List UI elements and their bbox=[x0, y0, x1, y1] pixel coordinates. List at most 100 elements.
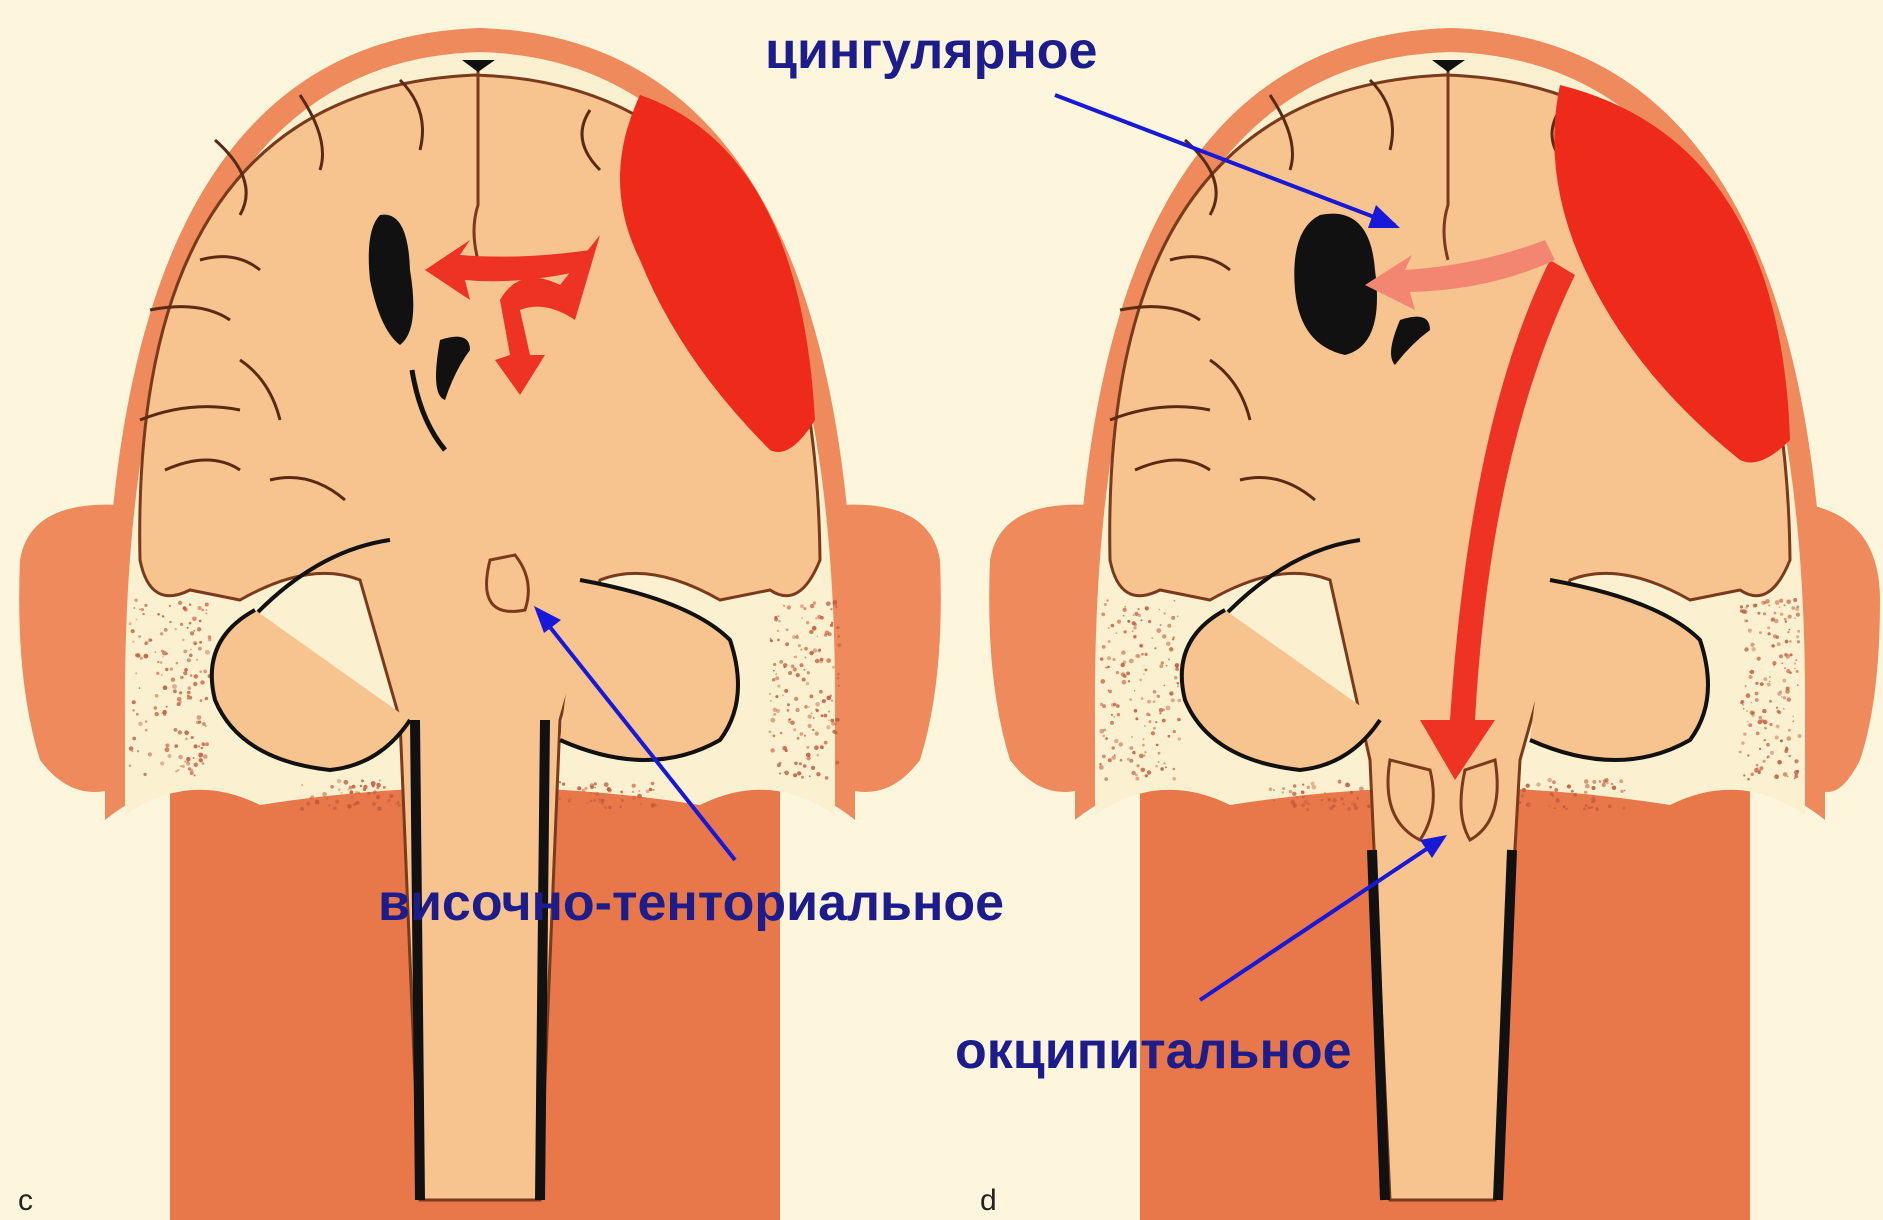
bone-speckle-dot bbox=[189, 696, 193, 700]
bone-speckle-dot bbox=[651, 804, 653, 806]
bone-speckle-dot bbox=[135, 672, 137, 674]
bone-speckle-dot bbox=[836, 606, 838, 608]
bone-speckle-dot bbox=[1764, 727, 1767, 730]
bone-speckle-dot bbox=[163, 685, 168, 690]
bone-speckle-dot bbox=[794, 656, 796, 658]
bone-speckle-dot bbox=[1769, 676, 1771, 678]
bone-speckle-dot bbox=[1124, 630, 1127, 633]
bone-speckle-dot bbox=[585, 787, 588, 790]
bone-speckle-dot bbox=[830, 608, 832, 610]
bone-speckle-dot bbox=[160, 661, 163, 664]
bone-speckle-dot bbox=[770, 639, 773, 642]
bone-speckle-dot bbox=[198, 745, 200, 747]
bone-speckle-dot bbox=[184, 730, 188, 734]
bone-speckle-dot bbox=[205, 742, 209, 746]
bone-speckle-dot bbox=[1147, 770, 1151, 774]
bone-speckle-dot bbox=[1135, 717, 1138, 720]
bone-speckle-dot bbox=[1114, 716, 1116, 718]
bone-speckle-dot bbox=[190, 771, 194, 775]
bone-speckle-dot bbox=[1132, 630, 1134, 632]
bone-speckle-dot bbox=[1177, 685, 1179, 687]
bone-speckle-dot bbox=[782, 694, 784, 696]
bone-speckle-dot bbox=[376, 783, 381, 788]
bone-speckle-dot bbox=[341, 792, 343, 794]
bone-speckle-dot bbox=[335, 800, 339, 804]
bone-speckle-dot bbox=[815, 659, 819, 663]
bone-speckle-dot bbox=[1794, 759, 1798, 763]
bone-speckle-dot bbox=[1771, 644, 1774, 647]
bone-speckle-dot bbox=[1151, 637, 1153, 639]
bone-speckle-dot bbox=[144, 604, 147, 607]
panel-c: c bbox=[18, 28, 941, 1220]
bone-speckle-dot bbox=[1159, 708, 1163, 712]
bone-speckle-dot bbox=[136, 713, 139, 716]
bone-speckle-dot bbox=[807, 671, 810, 674]
bone-speckle-dot bbox=[1536, 782, 1540, 786]
bone-speckle-dot bbox=[164, 628, 168, 632]
bone-speckle-dot bbox=[778, 620, 781, 623]
bone-speckle-dot bbox=[632, 796, 636, 800]
bone-speckle-dot bbox=[194, 774, 196, 776]
bone-speckle-dot bbox=[175, 628, 177, 630]
bone-speckle-dot bbox=[797, 771, 801, 775]
bone-speckle-dot bbox=[134, 607, 136, 609]
bone-speckle-dot bbox=[1790, 653, 1793, 656]
bone-speckle-dot bbox=[821, 714, 824, 717]
bone-speckle-dot bbox=[1742, 609, 1747, 614]
bone-speckle-dot bbox=[183, 650, 187, 654]
bone-speckle-dot bbox=[1755, 682, 1758, 685]
bone-speckle-dot bbox=[1552, 780, 1556, 784]
bone-speckle-dot bbox=[568, 801, 570, 803]
bone-speckle-dot bbox=[1574, 793, 1577, 796]
bone-speckle-dot bbox=[835, 761, 839, 765]
bone-speckle-dot bbox=[1784, 618, 1787, 621]
bone-speckle-dot bbox=[1107, 666, 1110, 669]
bone-speckle-dot bbox=[301, 784, 303, 786]
bone-speckle-dot bbox=[1789, 640, 1791, 642]
bone-speckle-dot bbox=[1269, 788, 1273, 792]
bone-speckle-dot bbox=[1767, 683, 1771, 687]
bone-speckle-dot bbox=[205, 697, 208, 700]
bone-speckle-dot bbox=[183, 671, 187, 675]
bone-speckle-dot bbox=[1166, 706, 1171, 711]
bone-speckle-dot bbox=[1567, 784, 1571, 788]
bone-speckle-dot bbox=[344, 780, 349, 785]
bone-speckle-dot bbox=[769, 730, 772, 733]
bone-speckle-dot bbox=[791, 665, 794, 668]
bone-speckle-dot bbox=[199, 620, 202, 623]
bone-speckle-dot bbox=[1133, 614, 1135, 616]
bone-speckle-dot bbox=[1178, 737, 1181, 740]
bone-speckle-dot bbox=[1163, 685, 1165, 687]
bone-speckle-dot bbox=[189, 603, 192, 606]
bone-speckle-dot bbox=[809, 775, 811, 777]
bone-speckle-dot bbox=[1148, 620, 1151, 623]
bone-speckle-dot bbox=[180, 623, 183, 626]
bone-speckle-dot bbox=[833, 601, 838, 606]
label-temporal-tentorial: височно-тенториальное bbox=[378, 874, 1004, 932]
bone-speckle-dot bbox=[190, 674, 192, 676]
bone-speckle-dot bbox=[1135, 654, 1139, 658]
bone-speckle-dot bbox=[1292, 792, 1296, 796]
bone-speckle-dot bbox=[1788, 755, 1791, 758]
bone-speckle-dot bbox=[1547, 778, 1552, 783]
right-ear-c bbox=[840, 505, 941, 792]
bone-speckle-dot bbox=[811, 713, 813, 715]
bone-speckle-dot bbox=[777, 685, 780, 688]
bone-speckle-dot bbox=[186, 761, 190, 765]
bone-speckle-dot bbox=[132, 737, 136, 741]
bone-speckle-dot bbox=[1159, 609, 1161, 611]
bone-speckle-dot bbox=[1611, 783, 1614, 786]
bone-speckle-dot bbox=[837, 718, 840, 721]
bone-speckle-dot bbox=[810, 604, 814, 608]
bone-speckle-dot bbox=[621, 799, 624, 802]
bone-speckle-dot bbox=[1741, 741, 1744, 744]
bone-speckle-dot bbox=[1129, 759, 1133, 763]
bone-speckle-dot bbox=[1100, 657, 1103, 660]
bone-speckle-dot bbox=[1780, 739, 1783, 742]
bone-speckle-dot bbox=[1113, 658, 1116, 661]
left-ear-c bbox=[19, 505, 120, 792]
bone-speckle-dot bbox=[206, 609, 208, 611]
bone-speckle-dot bbox=[1173, 730, 1176, 733]
bone-speckle-dot bbox=[593, 792, 595, 794]
bone-speckle-dot bbox=[1107, 656, 1111, 660]
